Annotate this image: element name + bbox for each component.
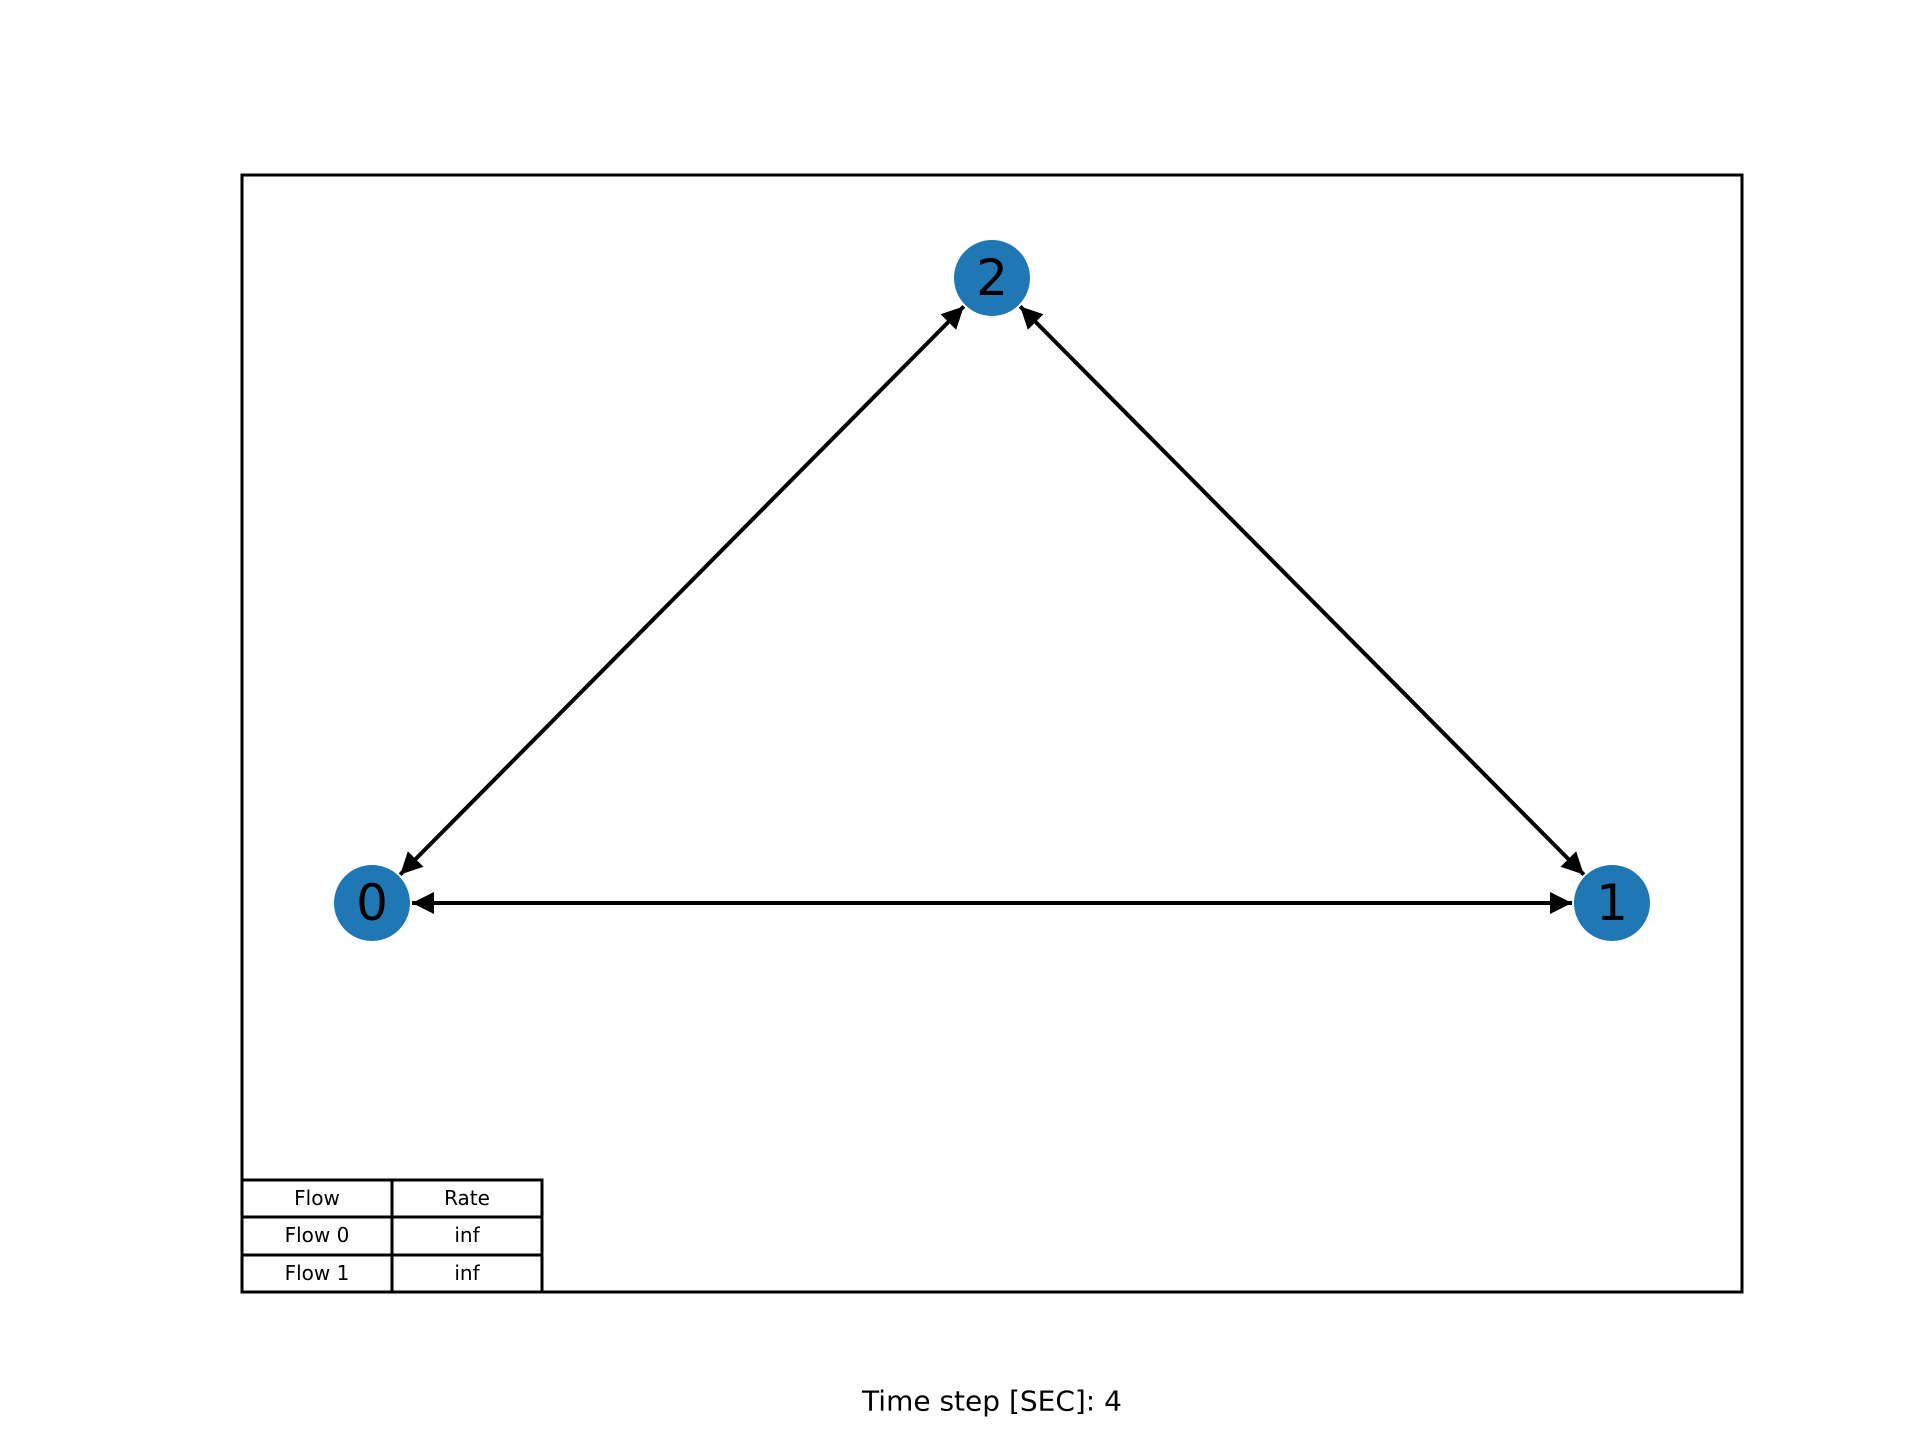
flow-table: Flow Rate Flow 0 inf Flow 1 inf xyxy=(240,1178,544,1294)
node-2-circle xyxy=(954,240,1030,316)
node-1: 1 xyxy=(1574,865,1650,941)
table-header-rate: Rate xyxy=(444,1186,490,1210)
table-header-flow: Flow xyxy=(294,1186,340,1210)
table-cell-flow-0-rate: inf xyxy=(454,1223,480,1247)
time-step-caption: Time step [SEC]: 4 xyxy=(861,1385,1122,1418)
node-0: 0 xyxy=(334,865,410,941)
table-cell-flow-1-rate: inf xyxy=(454,1261,480,1285)
node-0-label: 0 xyxy=(356,874,388,932)
table-cell-flow-0-name: Flow 0 xyxy=(285,1223,350,1247)
edge-layer xyxy=(398,304,1586,914)
node-1-label: 1 xyxy=(1596,874,1628,932)
plot-frame xyxy=(240,173,1744,1294)
table-cell-flow-1-name: Flow 1 xyxy=(285,1261,350,1285)
edge-0-2 xyxy=(398,304,966,877)
edge-2-1 xyxy=(1018,304,1586,877)
node-1-circle xyxy=(1574,865,1650,941)
node-2: 2 xyxy=(954,240,1030,316)
node-0-circle xyxy=(334,865,410,941)
node-2-label: 2 xyxy=(976,249,1008,307)
